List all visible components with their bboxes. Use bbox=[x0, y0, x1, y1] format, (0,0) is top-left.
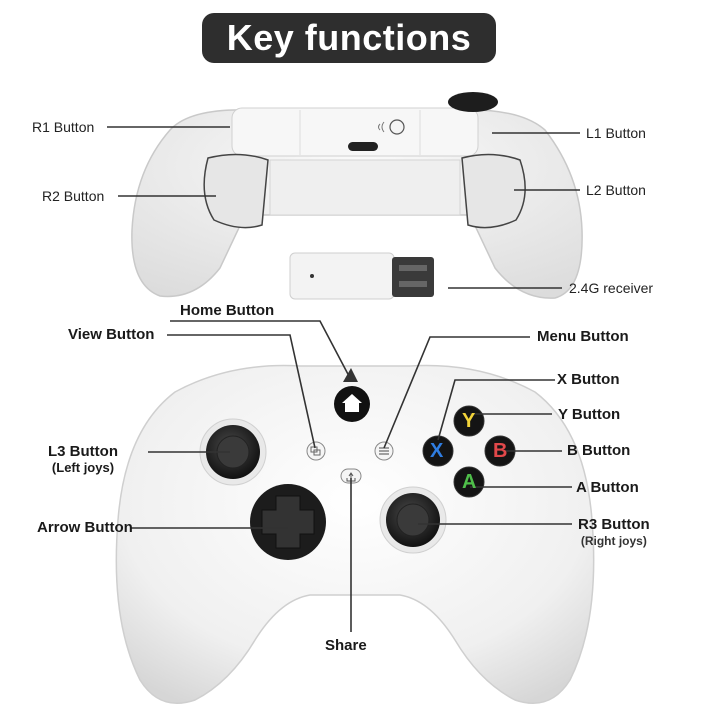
usb-receiver bbox=[290, 253, 434, 299]
label-b: B Button bbox=[567, 443, 630, 459]
label-r3: R3 Button bbox=[578, 516, 650, 533]
label-menu: Menu Button bbox=[537, 329, 629, 345]
label-y: Y Button bbox=[558, 407, 620, 423]
face-button-a-label: A bbox=[462, 471, 476, 494]
label-l3-group: L3 Button (Left joys) bbox=[48, 444, 118, 476]
label-a: A Button bbox=[576, 480, 639, 496]
label-home: Home Button bbox=[180, 303, 274, 319]
label-share: Share bbox=[325, 638, 367, 654]
label-l3: L3 Button bbox=[48, 443, 118, 460]
label-l2: L2 Button bbox=[586, 182, 646, 198]
label-l3-sub: (Left joys) bbox=[48, 460, 118, 476]
label-r3-sub: (Right joys) bbox=[578, 533, 650, 549]
label-r3-group: R3 Button (Right joys) bbox=[578, 517, 650, 549]
label-r1: R1 Button bbox=[32, 119, 94, 135]
label-r2: R2 Button bbox=[42, 188, 104, 204]
face-button-y-label: Y bbox=[462, 410, 475, 433]
label-arrow: Arrow Button bbox=[37, 520, 133, 536]
face-button-x-label: X bbox=[430, 440, 443, 463]
face-button-b-label: B bbox=[493, 440, 507, 463]
label-receiver: 2.4G receiver bbox=[569, 280, 653, 296]
label-view: View Button bbox=[68, 327, 154, 343]
label-x: X Button bbox=[557, 372, 619, 388]
label-l1: L1 Button bbox=[586, 125, 646, 141]
